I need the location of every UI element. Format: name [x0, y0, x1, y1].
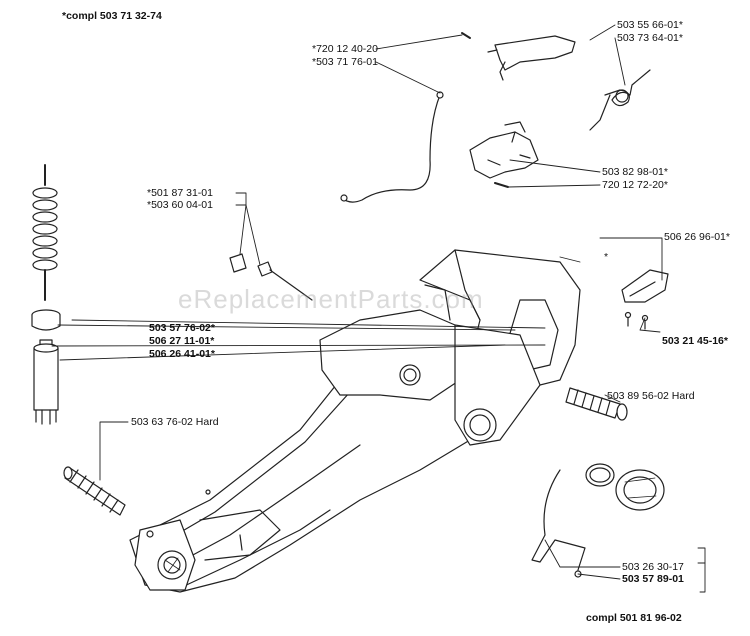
spring-part	[589, 69, 651, 131]
label-506-26-41-01: 506 26 41-01*	[149, 348, 215, 360]
label-503-71-76-01: *503 71 76-01	[312, 56, 378, 68]
label-506-26-96-01: 506 26 96-01*	[664, 231, 730, 243]
label-503-26-30-17: 503 26 30-17	[622, 561, 684, 573]
leader-lines	[51, 24, 706, 593]
label-compl-top: *compl 503 71 32-74	[62, 10, 162, 22]
label-asterisk-tank: *	[604, 251, 609, 263]
throttle-cable-part	[340, 91, 444, 203]
label-503-57-76-02: 503 57 76-02*	[149, 322, 215, 334]
label-503-55-66-01: 503 55 66-01*	[617, 19, 683, 31]
label-503-82-98-01: 503 82 98-01*	[602, 166, 668, 178]
label-503-73-64-01: 503 73 64-01*	[617, 32, 683, 44]
fuel-hose-part	[32, 164, 58, 301]
label-503-57-89-01: 503 57 89-01	[622, 573, 684, 585]
label-503-89-56-02: 503 89 56-02 Hard	[607, 390, 695, 402]
label-720-12-72-20: 720 12 72-20*	[602, 179, 668, 191]
label-506-27-11-01: 506 27 11-01*	[149, 335, 215, 347]
throttle-trigger-part	[461, 32, 576, 81]
watermark: eReplacementParts.com	[178, 284, 484, 314]
label-compl-bottom: compl 501 81 96-02	[586, 612, 682, 624]
label-503-63-76-02: 503 63 76-02 Hard	[131, 416, 219, 428]
label-720-12-40-20: *720 12 40-20	[312, 43, 378, 55]
cap-strap-part	[531, 469, 586, 578]
label-503-60-04-01: *503 60 04-01	[147, 199, 213, 211]
label-503-21-45-16: 503 21 45-16*	[662, 335, 728, 347]
grommet-part	[31, 309, 61, 331]
throttle-lockout-part	[469, 121, 539, 188]
fuel-tank-handle-part	[129, 249, 581, 593]
av-spring-left-part	[63, 466, 126, 516]
av-damper-part	[621, 269, 669, 330]
screw-part	[257, 261, 313, 301]
label-501-87-31-01: *501 87 31-01	[147, 187, 213, 199]
plug-part	[229, 253, 247, 273]
fuel-filter-part	[33, 339, 59, 425]
av-spring-right-part	[565, 387, 628, 421]
fuel-cap-part	[585, 463, 665, 511]
